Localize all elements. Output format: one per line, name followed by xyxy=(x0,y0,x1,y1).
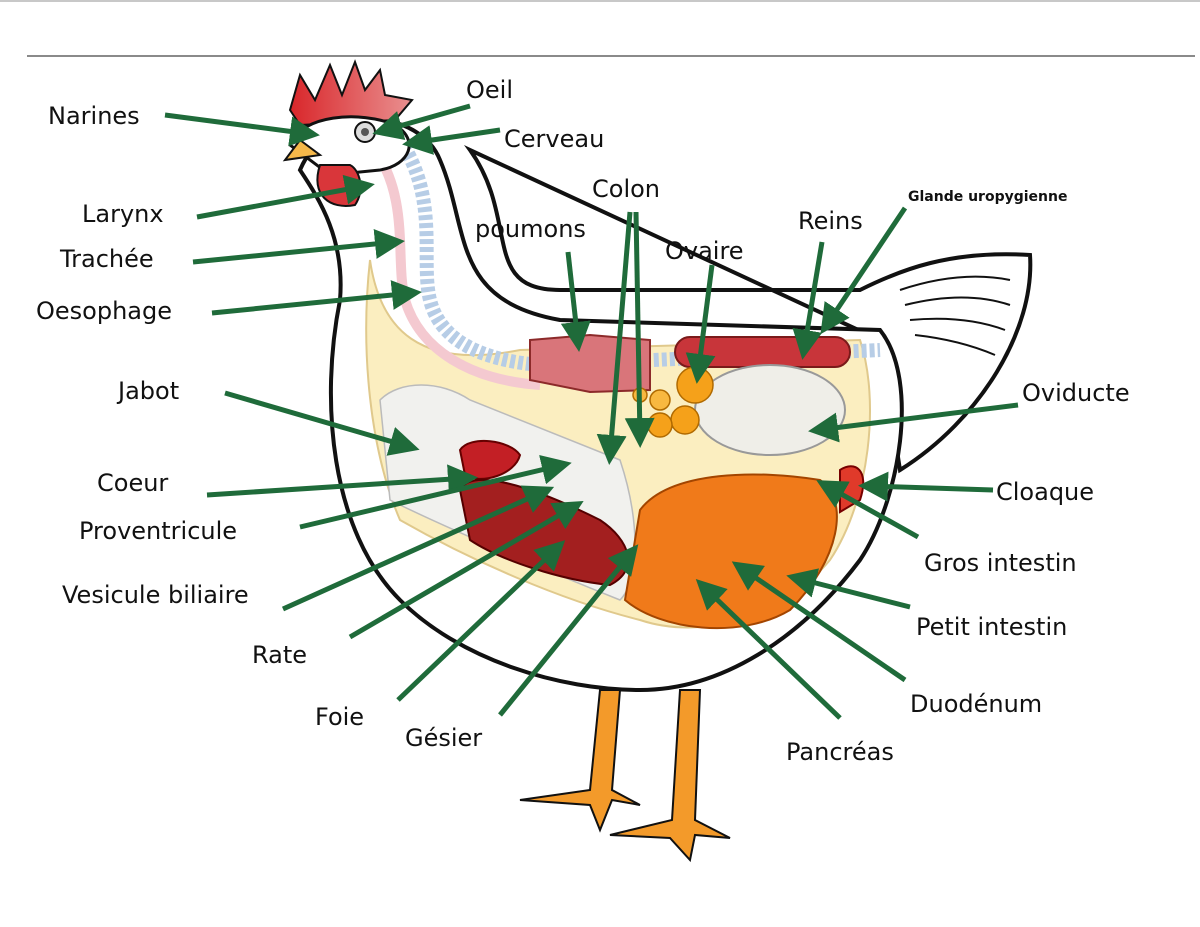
lungs xyxy=(529,333,651,394)
label-rate: Rate xyxy=(252,641,307,669)
label-glande-uropygienne: Glande uropygienne xyxy=(908,189,1067,205)
label-gros-intestin: Gros intestin xyxy=(924,549,1077,577)
label-jabot: Jabot xyxy=(116,377,179,405)
label-oviducte: Oviducte xyxy=(1022,379,1130,407)
label-reins: Reins xyxy=(798,207,863,235)
label-narines: Narines xyxy=(48,102,140,130)
label-trachee: Trachée xyxy=(59,245,154,273)
label-cerveau: Cerveau xyxy=(504,125,604,153)
oviduct xyxy=(694,364,846,456)
spine xyxy=(394,136,881,373)
labels: Narines Oeil Cerveau Larynx Trachée Oeso… xyxy=(36,76,1130,766)
label-cloaque: Cloaque xyxy=(996,478,1094,506)
label-larynx: Larynx xyxy=(82,200,164,228)
label-vesicule-biliaire: Vesicule biliaire xyxy=(62,581,249,609)
label-foie: Foie xyxy=(315,703,364,731)
label-petit-intestin: Petit intestin xyxy=(916,613,1067,641)
label-proventricule: Proventricule xyxy=(79,517,237,545)
legs xyxy=(519,689,731,863)
label-pancreas: Pancréas xyxy=(786,738,894,766)
intestines xyxy=(623,473,838,630)
label-duodenum: Duodénum xyxy=(910,690,1042,718)
label-coeur: Coeur xyxy=(97,469,168,497)
pointer-arrows xyxy=(164,103,1019,720)
label-poumons: poumons xyxy=(475,215,586,243)
divider-line xyxy=(27,55,1195,57)
top-border xyxy=(0,0,1200,2)
label-colon: Colon xyxy=(592,175,660,203)
beak xyxy=(282,138,323,162)
label-gesier: Gésier xyxy=(405,724,482,752)
ovary xyxy=(632,366,714,438)
label-oesophage: Oesophage xyxy=(36,297,172,325)
label-ovaire: Ovaire xyxy=(665,237,744,265)
label-oeil: Oeil xyxy=(466,76,513,104)
